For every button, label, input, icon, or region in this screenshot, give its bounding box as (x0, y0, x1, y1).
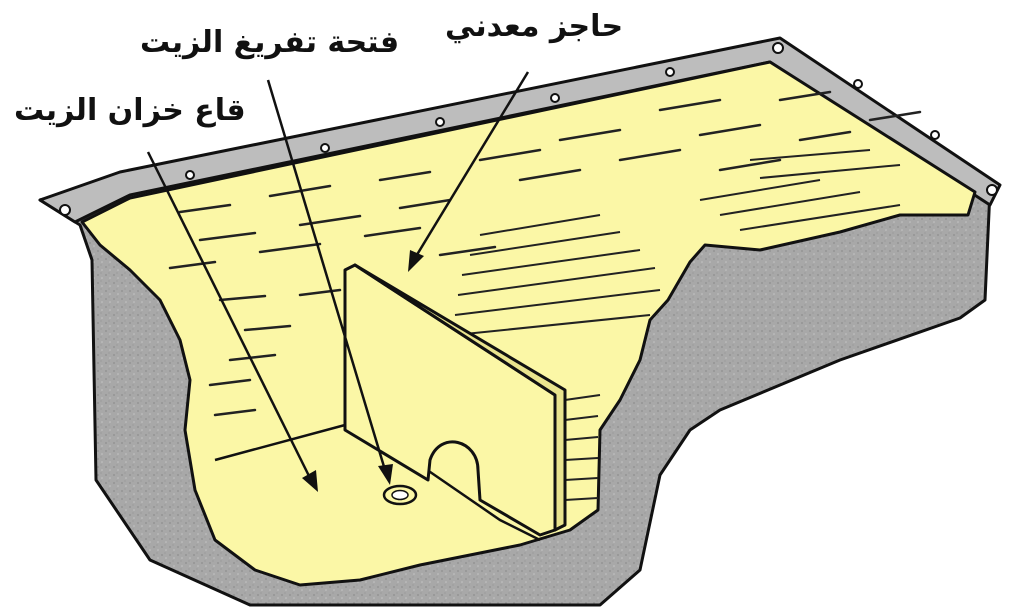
pan-bottom-label: قاع خزان الزيت (14, 96, 246, 126)
drain-opening-label: فتحة تفريغ الزيت (140, 28, 399, 58)
baffle-label: حاجز معدني (445, 12, 623, 42)
drain-plug-icon (384, 486, 416, 504)
